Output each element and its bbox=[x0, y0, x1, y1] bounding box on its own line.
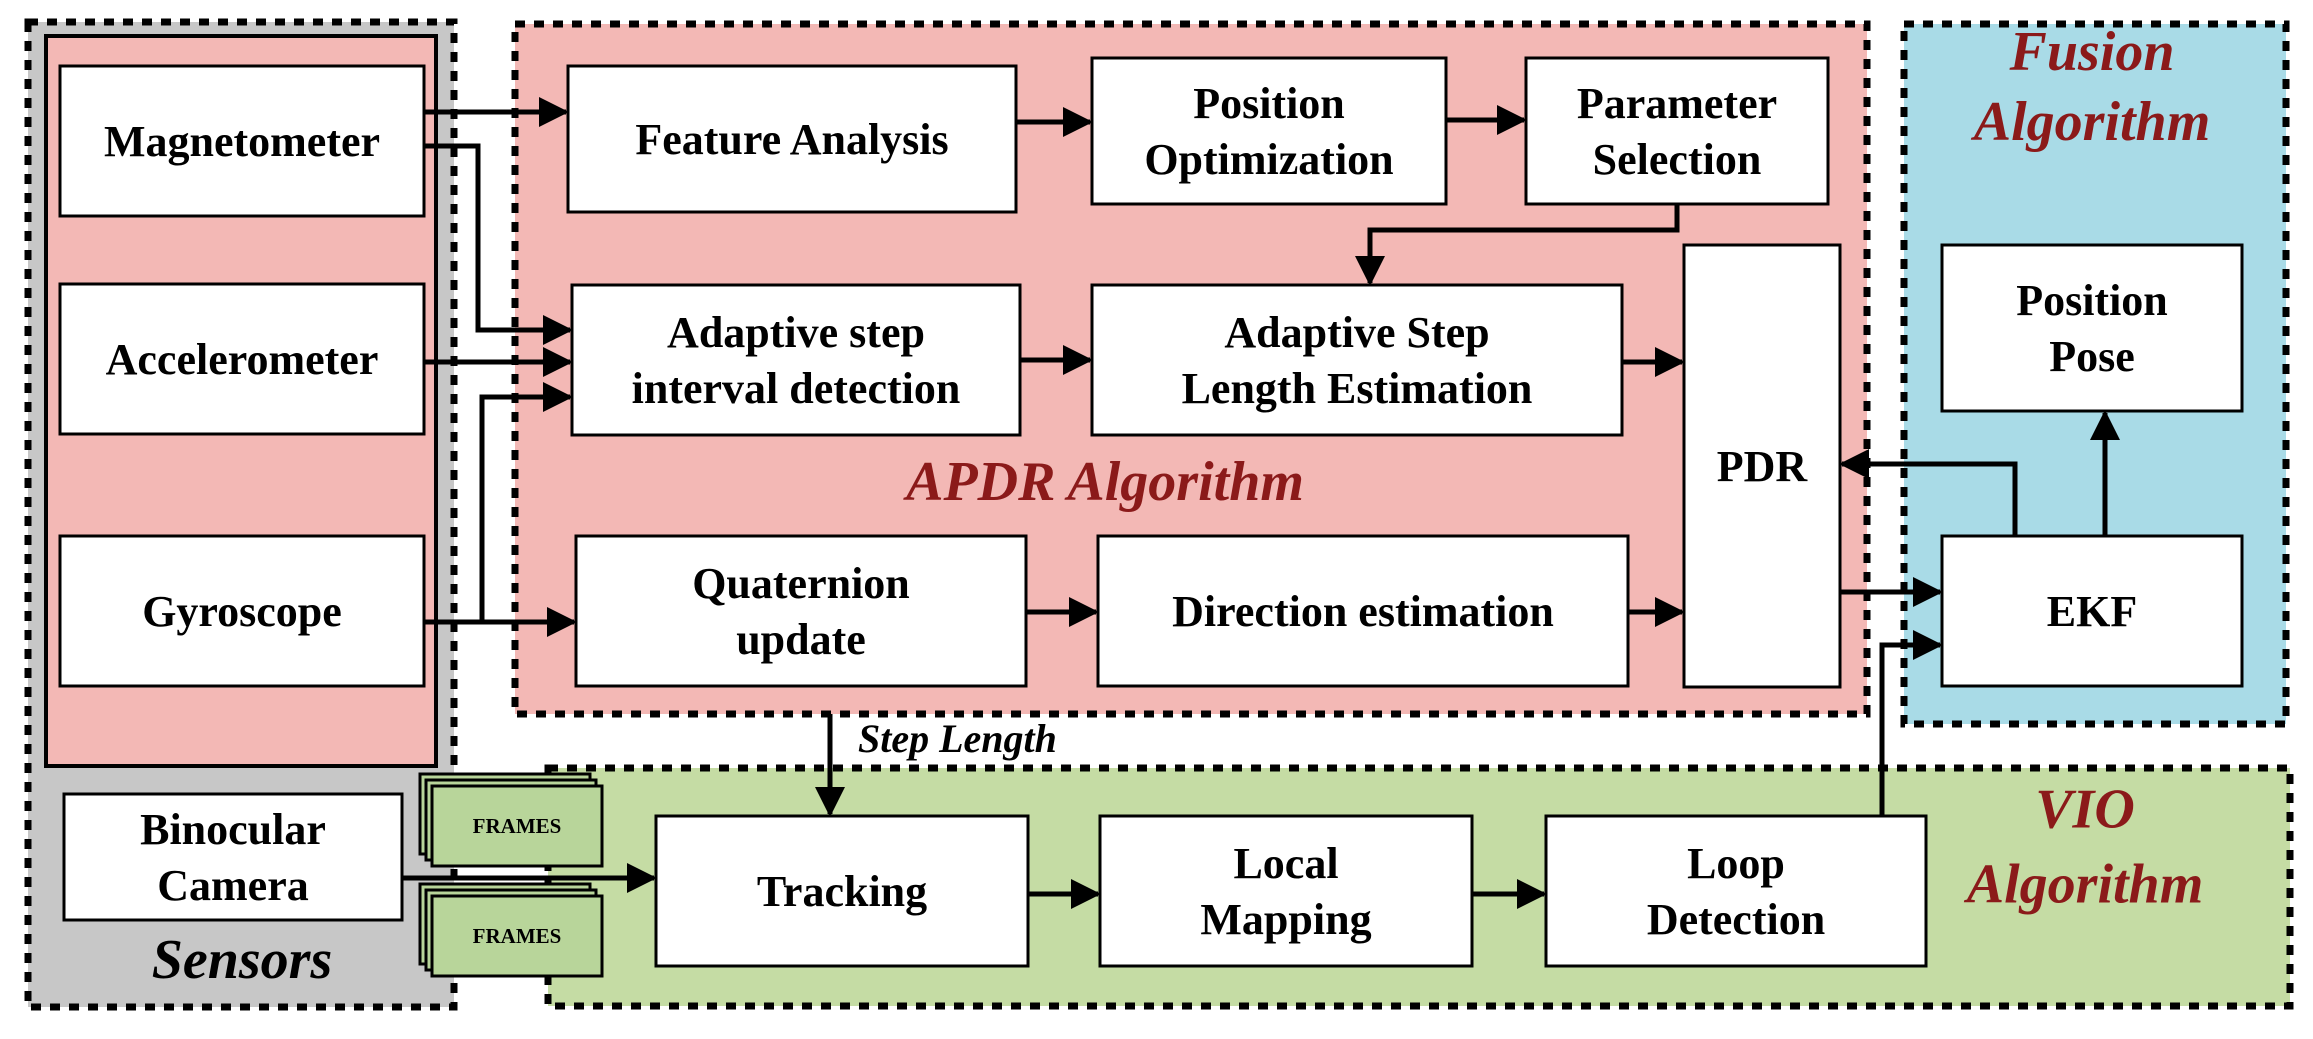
arrow-loop-detection-ekf bbox=[1879, 630, 1943, 816]
frames-stack-bottom: FRAMES bbox=[418, 882, 604, 978]
arrow-magnetometer-step-interval bbox=[424, 143, 573, 345]
gyroscope-box: Gyroscope bbox=[58, 534, 426, 688]
apdr-group-title: APDR Algorithm bbox=[903, 451, 1304, 513]
pdr-label: PDR bbox=[1717, 442, 1809, 491]
gyroscope-label: Gyroscope bbox=[142, 587, 342, 636]
feature-analysis-box: Feature Analysis bbox=[566, 64, 1018, 214]
tracking-box: Tracking bbox=[654, 814, 1030, 968]
step-length-label: Step Length bbox=[858, 716, 1057, 761]
direction-estimation-label: Direction estimation bbox=[1172, 587, 1554, 636]
magnetometer-label: Magnetometer bbox=[104, 117, 380, 166]
ekf-box: EKF bbox=[1940, 534, 2244, 688]
connectors bbox=[402, 97, 2120, 909]
ekf-label: EKF bbox=[2047, 587, 2137, 636]
frames-stack-top: FRAMES bbox=[418, 772, 604, 868]
frames-label-top: FRAMES bbox=[473, 814, 562, 838]
frames-label-bottom: FRAMES bbox=[473, 924, 562, 948]
sensors-group-title: Sensors bbox=[152, 929, 333, 991]
arrow-gyroscope-step-interval bbox=[479, 382, 573, 622]
accelerometer-label: Accelerometer bbox=[106, 335, 379, 384]
pdr-box: PDR bbox=[1682, 243, 1842, 689]
direction-estimation-box: Direction estimation bbox=[1096, 534, 1630, 688]
accelerometer-box: Accelerometer bbox=[58, 282, 426, 436]
feature-analysis-label: Feature Analysis bbox=[635, 115, 948, 164]
arrow-parameter-step-length bbox=[1355, 204, 1680, 286]
tracking-label: Tracking bbox=[757, 867, 927, 916]
magnetometer-box: Magnetometer bbox=[58, 64, 426, 218]
arrow-ekf-pdr bbox=[1839, 449, 2018, 536]
